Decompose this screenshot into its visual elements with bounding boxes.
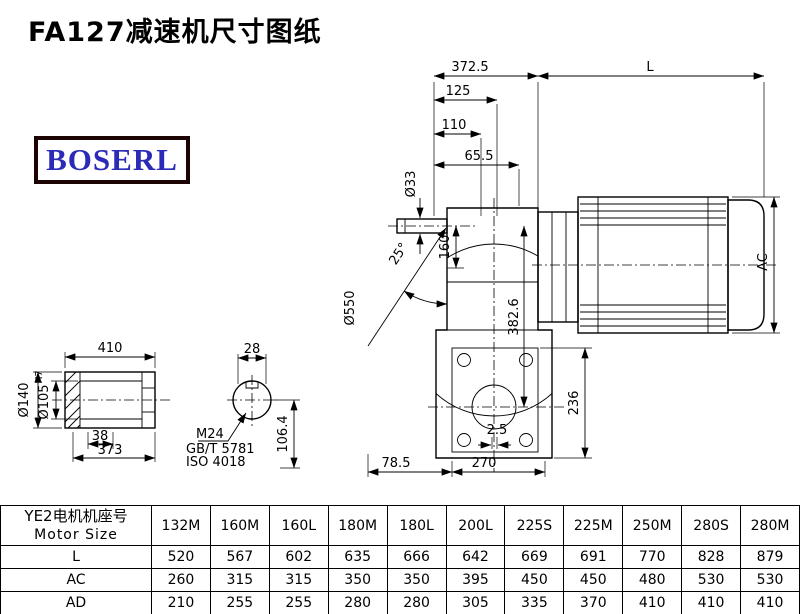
value-l-225S: 669 (504, 545, 565, 569)
motor-size-180M: 180M (327, 505, 388, 546)
dim-hollow-tolerance: H7 (34, 370, 45, 383)
value-ac-225M: 450 (563, 568, 624, 592)
value-l-250M: 770 (622, 545, 683, 569)
value-l-200L: 642 (445, 545, 506, 569)
technical-drawing: 372.5 L 125 110 65.5 Ø33 160 25° Ø550 38… (17, 60, 780, 477)
dim-shaft-dia: Ø33 (404, 171, 419, 198)
hatching (64, 371, 81, 429)
dim-wheel-dia: Ø550 (343, 290, 358, 325)
mounting-flange (451, 347, 539, 453)
motor-size-180L: 180L (386, 505, 447, 546)
value-ac-280M: 530 (740, 568, 800, 592)
value-ac-200L: 395 (445, 568, 506, 592)
value-l-132M: 520 (151, 545, 211, 569)
dimension-labels: 372.5 L 125 110 65.5 Ø33 160 25° Ø550 38… (17, 60, 771, 471)
value-l-160L: 602 (268, 545, 329, 569)
row-label-ac: AC (0, 568, 152, 592)
value-l-180M: 635 (327, 545, 388, 569)
value-ad-200L: 305 (445, 591, 506, 614)
centerlines (52, 198, 778, 472)
value-ac-180L: 350 (386, 568, 447, 592)
value-l-225M: 691 (563, 545, 624, 569)
dim-motor-length: L (646, 60, 654, 75)
value-l-280S: 828 (681, 545, 742, 569)
dim-hollow-dia: Ø105 (37, 384, 52, 419)
value-ac-280S: 530 (681, 568, 742, 592)
dim-standard-iso: ISO 4018 (186, 455, 246, 470)
value-ac-160L: 315 (268, 568, 329, 592)
dim-ac: AC (756, 253, 771, 271)
value-ac-250M: 480 (622, 568, 683, 592)
dim-thread: M24 (196, 427, 224, 442)
bolt-hole (519, 353, 533, 367)
value-ad-280M: 410 (740, 591, 800, 614)
value-ad-180L: 280 (386, 591, 447, 614)
value-ac-132M: 260 (151, 568, 211, 592)
motor-size-280M: 280M (740, 505, 800, 546)
motor-size-160L: 160L (268, 505, 329, 546)
bolt-hole (457, 353, 471, 367)
value-ad-225M: 370 (563, 591, 624, 614)
value-l-280M: 879 (740, 545, 800, 569)
dim-28: 28 (244, 342, 261, 357)
dim-110: 110 (442, 118, 467, 133)
motor-size-280S: 280S (681, 505, 742, 546)
value-ad-225S: 335 (504, 591, 565, 614)
motor-flange (537, 211, 579, 323)
value-ad-280S: 410 (681, 591, 742, 614)
dim-106-4: 106.4 (276, 415, 291, 452)
value-ac-225S: 450 (504, 568, 565, 592)
value-ad-250M: 410 (622, 591, 683, 614)
motor-size-225S: 225S (504, 505, 565, 546)
page-title: FA127减速机尺寸图纸 (28, 17, 322, 48)
motor-size-250M: 250M (622, 505, 683, 546)
dim-38: 38 (92, 429, 109, 444)
dim-373: 373 (98, 443, 123, 458)
value-ac-180M: 350 (327, 568, 388, 592)
motor-size-160M: 160M (209, 505, 270, 546)
row-label-l: L (0, 545, 152, 569)
dim-standard-gb: GB/T 5781 (186, 442, 255, 457)
value-ad-180M: 280 (327, 591, 388, 614)
value-ad-132M: 210 (151, 591, 211, 614)
value-ad-160M: 255 (209, 591, 270, 614)
motor-size-header-en: Motor Size (34, 527, 118, 543)
dim-160: 160 (438, 235, 453, 260)
row-label-ad: AD (0, 591, 152, 614)
dim-65-5: 65.5 (465, 149, 494, 164)
dim-125: 125 (446, 84, 471, 99)
dim-total-width: 372.5 (451, 60, 488, 75)
motor-size-200L: 200L (445, 505, 506, 546)
motor-size-132M: 132M (151, 505, 211, 546)
dim-382-6: 382.6 (507, 298, 522, 335)
fan-cowl (727, 199, 765, 331)
dimension-lines (33, 72, 780, 477)
value-ac-160M: 315 (209, 568, 270, 592)
bolt-hole (519, 433, 533, 447)
brand-logo: BOSERL (34, 136, 190, 184)
dim-78-5: 78.5 (382, 456, 411, 471)
bolt-hole (457, 433, 471, 447)
motor-size-header: YE2电机机座号 Motor Size (0, 505, 152, 546)
dim-270: 270 (472, 456, 497, 471)
value-l-160M: 567 (209, 545, 270, 569)
motor-size-header-cn: YE2电机机座号 (24, 507, 128, 525)
dim-bore-dia: Ø140 (17, 382, 32, 417)
dim-2-5: 2.5 (487, 423, 508, 438)
motor-size-225M: 225M (563, 505, 624, 546)
dim-410: 410 (98, 341, 123, 356)
value-ad-160L: 255 (268, 591, 329, 614)
dim-angle: 25° (386, 240, 411, 267)
output-shaft (396, 218, 448, 234)
dim-236: 236 (567, 391, 582, 416)
value-l-180L: 666 (386, 545, 447, 569)
